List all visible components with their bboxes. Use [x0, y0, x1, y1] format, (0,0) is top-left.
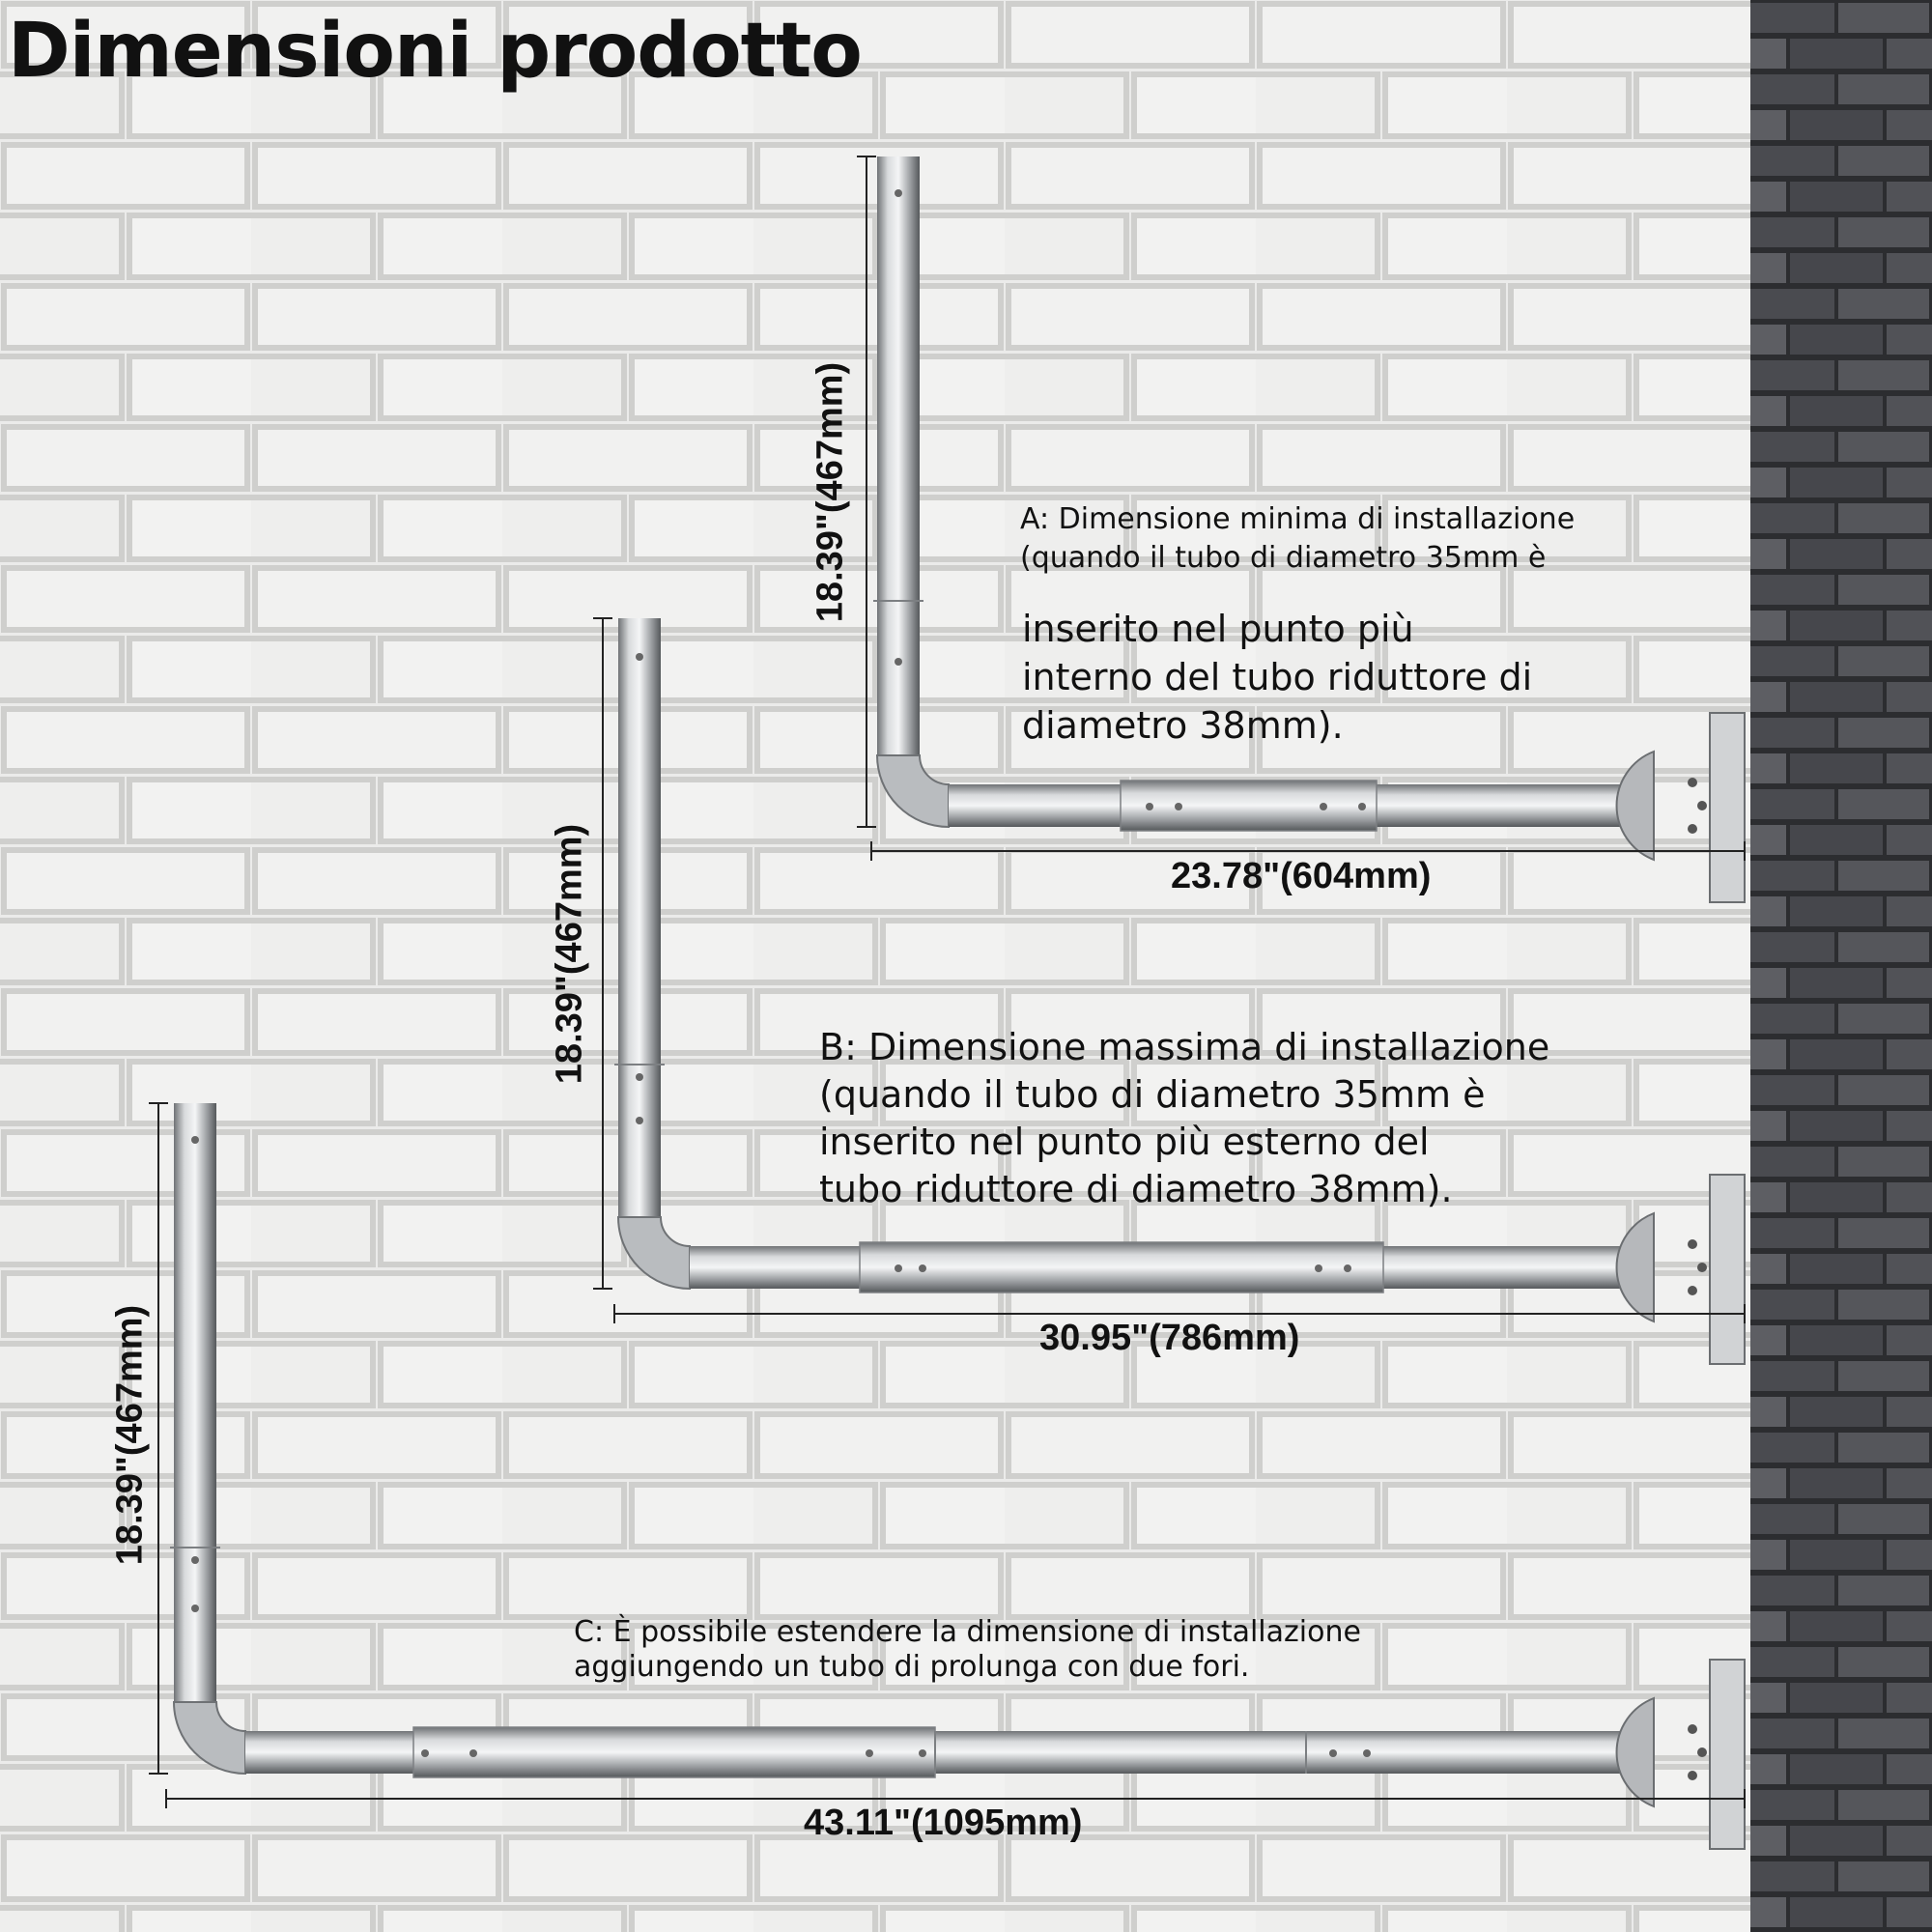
wall-mount-plate-a [1615, 712, 1746, 903]
note-a-body: inserito nel punto più interno del tubo … [1022, 608, 1533, 747]
bracket-b [614, 618, 1746, 1365]
height-label-c: 18.39"(467mm) [109, 1304, 151, 1566]
height-label-a: 18.39"(467mm) [810, 361, 851, 623]
width-label-b: 30.95"(786mm) [1039, 1318, 1300, 1358]
note-a-heading: A: Dimensione minima di installazione (q… [1020, 502, 1576, 575]
white-brick-wall [0, 0, 1750, 1932]
note-c: C: È possibile estendere la dimensione d… [574, 1615, 1361, 1684]
dimension-lines [149, 156, 1746, 1808]
bracket-a [873, 156, 1746, 903]
width-label-a: 23.78"(604mm) [1171, 856, 1432, 896]
wall-mount-plate-c [1615, 1659, 1746, 1850]
dark-brick-wall [1750, 0, 1932, 1932]
wall-mount-plate-b [1615, 1174, 1746, 1365]
page-title: Dimensioni prodotto [8, 8, 863, 95]
width-label-c: 43.11"(1095mm) [804, 1803, 1083, 1843]
bracket-c [170, 1103, 1746, 1850]
note-b: B: Dimensione massima di installazione (… [819, 1026, 1550, 1210]
height-label-b: 18.39"(467mm) [549, 823, 590, 1085]
